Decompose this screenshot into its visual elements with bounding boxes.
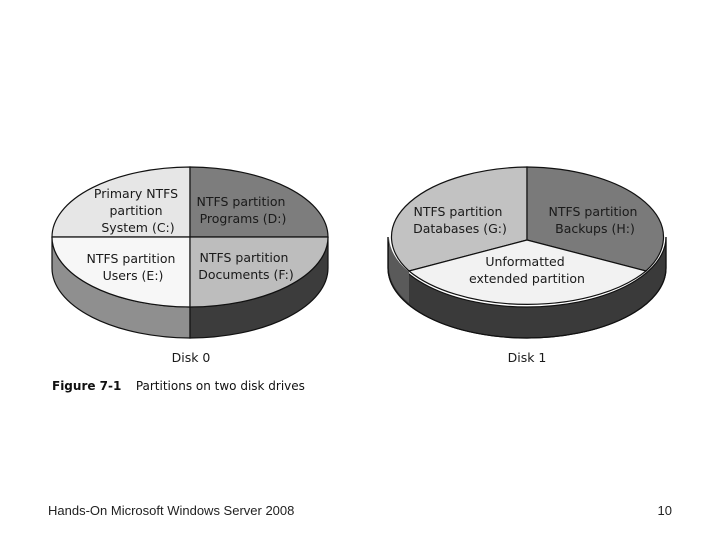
disk-0-label-e: NTFS partition Users (E:) bbox=[87, 251, 180, 283]
label-line: Documents (F:) bbox=[198, 267, 293, 282]
label-line: NTFS partition bbox=[549, 204, 638, 219]
label-line: System (C:) bbox=[101, 220, 174, 235]
label-line: NTFS partition bbox=[200, 250, 289, 265]
disk-0-name: Disk 0 bbox=[172, 350, 211, 365]
label-line: partition bbox=[109, 203, 162, 218]
disk-1-side-left-shade bbox=[389, 238, 409, 303]
disk-0 bbox=[51, 166, 329, 339]
footer-page-number: 10 bbox=[657, 503, 672, 518]
label-line: Backups (H:) bbox=[555, 221, 635, 236]
disk-0-label-f: NTFS partition Documents (F:) bbox=[198, 250, 293, 282]
disk-0-label-d: NTFS partition Programs (D:) bbox=[197, 194, 290, 226]
disk-1-label-extended: Unformatted extended partition bbox=[469, 254, 585, 286]
disk-1 bbox=[387, 166, 667, 339]
disk-1-label-h: NTFS partition Backups (H:) bbox=[549, 204, 642, 236]
label-line: NTFS partition bbox=[87, 251, 176, 266]
label-line: Unformatted bbox=[485, 254, 564, 269]
figure-caption: Figure 7-1 Partitions on two disk drives bbox=[52, 377, 305, 394]
label-line: Primary NTFS bbox=[94, 186, 178, 201]
disk-0-label-c: Primary NTFS partition System (C:) bbox=[94, 186, 182, 235]
disk-1-slice-h bbox=[526, 166, 665, 272]
disk-1-slice-extended bbox=[407, 239, 648, 305]
label-line: NTFS partition bbox=[414, 204, 503, 219]
disk-0-slice-f bbox=[189, 236, 329, 308]
footer-book-title: Hands-On Microsoft Windows Server 2008 bbox=[48, 503, 295, 518]
disk-1-side-outline bbox=[387, 237, 667, 339]
disk-0-slice-d bbox=[189, 166, 329, 238]
figure-number: Figure 7-1 bbox=[52, 379, 121, 393]
disk-0-slice-c bbox=[51, 166, 191, 238]
label-line: NTFS partition bbox=[197, 194, 286, 209]
label-line: Databases (G:) bbox=[413, 221, 507, 236]
label-line: Programs (D:) bbox=[200, 211, 287, 226]
disk-1-label-g: NTFS partition Databases (G:) bbox=[413, 204, 507, 236]
label-line: Users (E:) bbox=[103, 268, 164, 283]
disk-1-slice-g bbox=[390, 166, 528, 272]
disk-1-name: Disk 1 bbox=[508, 350, 547, 365]
figure-caption-text: Partitions on two disk drives bbox=[136, 379, 305, 393]
label-line: extended partition bbox=[469, 271, 585, 286]
disk-0-slice-e bbox=[51, 236, 191, 308]
